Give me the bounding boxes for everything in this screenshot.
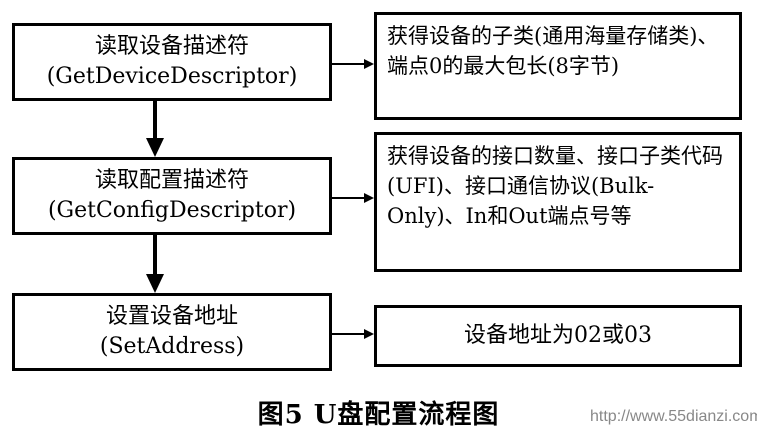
arrowhead-step1-to-step2 xyxy=(146,138,164,157)
step-set-address: 设置设备地址 (SetAddress) xyxy=(12,293,332,371)
note-set-address: 设备地址为02或03 xyxy=(374,305,742,367)
step-title: 读取设备描述符 xyxy=(94,34,249,59)
step-subtitle: (GetDeviceDescriptor) xyxy=(46,64,298,89)
figure-caption: 图5 U盘配置流程图 xyxy=(257,400,500,430)
step-get-config-descriptor: 读取配置描述符 (GetConfigDescriptor) xyxy=(12,157,332,235)
watermark: http://www.55dianzi.com xyxy=(590,408,757,425)
step-title: 设置设备地址 xyxy=(105,304,238,329)
arrowhead-step2-to-step3 xyxy=(146,274,164,293)
step-subtitle: (SetAddress) xyxy=(99,334,245,359)
note-config-descriptor: 获得设备的接口数量、接口子类代码(UFI)、接口通信协议(Bulk-Only)、… xyxy=(374,132,742,272)
note-device-descriptor: 获得设备的子类(通用海量存储类)、端点0的最大包长(8字节) xyxy=(374,12,742,120)
step-title: 读取配置描述符 xyxy=(94,168,249,193)
step-get-device-descriptor: 读取设备描述符 (GetDeviceDescriptor) xyxy=(12,23,332,101)
step-subtitle: (GetConfigDescriptor) xyxy=(47,198,297,223)
